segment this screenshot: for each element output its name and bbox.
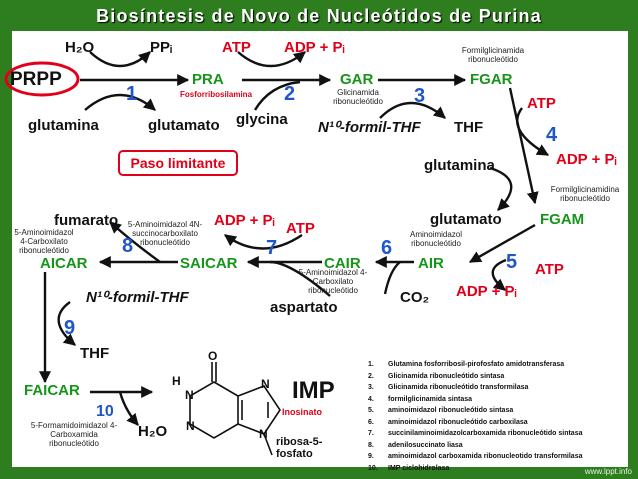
gar-label: GAR <box>340 71 374 88</box>
cair-desc: 5-Aminoimidazol 4-Carboxilato ribonucleó… <box>298 268 368 296</box>
arrow-aspartate <box>269 260 331 297</box>
n10-formil-thf2-label: N¹⁰-formil-THF <box>86 289 189 306</box>
step-7: 7 <box>266 237 278 259</box>
adp-pi7-label: ADP + Pᵢ <box>214 212 275 229</box>
air-desc: Aminoimidazol ribonucleótido <box>409 230 463 249</box>
imp-h-atom: H <box>172 374 181 388</box>
content-panel <box>12 31 628 467</box>
gar-desc: Glicinamida ribonucleótido <box>333 88 383 107</box>
imp-o-atom: O <box>208 349 218 363</box>
adp-pi5-label: ADP + Pᵢ <box>456 283 517 300</box>
arrow-atp-adp5 <box>491 258 507 291</box>
enzyme-legend: 1.Glutamina fosforribosil-pirofosfato am… <box>368 359 630 474</box>
footer-credit: www.lppt.info <box>584 467 632 476</box>
arrow-fumarate <box>109 221 161 263</box>
paso-limitante-box: Paso limitante <box>118 150 238 176</box>
step-2: 2 <box>284 83 296 105</box>
h2o-top: H₂O <box>65 39 95 56</box>
legend-item: 2.Glicinamida ribonucleótido sintasa <box>368 372 505 380</box>
legend-item: 7.succinilaminoimidazolcarboxamida ribon… <box>368 430 583 437</box>
atp7-label: ATP <box>286 220 315 237</box>
aspartato-label: aspartato <box>270 299 338 316</box>
pra-label: PRA <box>192 71 224 88</box>
faicar-label: FAICAR <box>24 382 80 399</box>
atp5-label: ATP <box>535 261 564 278</box>
arrow-gln-glu2 <box>489 166 513 211</box>
faicar-desc: 5-Formamidoimidazol 4-Carboxamida ribonu… <box>30 421 118 449</box>
arrow-formyl-thf2 <box>57 301 76 346</box>
step-5: 5 <box>506 251 518 273</box>
arrow-h2o-out <box>118 391 139 426</box>
aicar-desc: 5-Aminoimidazol 4-Carboxilato ribonucleó… <box>14 228 74 256</box>
fgam-desc: Formilglicinamidina ribonucleótido <box>550 185 620 204</box>
arrow-co2 <box>383 261 401 295</box>
page-title: Biosíntesis de Novo de Nucleótidos de Pu… <box>96 6 542 26</box>
glutamato1-label: glutamato <box>148 117 220 134</box>
legend-item: 10.IMP ciclohidrolasa <box>368 464 450 472</box>
step-3: 3 <box>414 85 426 107</box>
arrow-h2o-ppi <box>89 51 151 68</box>
legend-item: 4.formilglicinamida sintasa <box>368 395 473 403</box>
aicar-label: AICAR <box>40 255 88 272</box>
fgar-label: FGAR <box>470 71 513 88</box>
thf2-label: THF <box>80 345 110 362</box>
imp-n1-atom: N <box>185 388 194 402</box>
glutamato2-label: glutamato <box>430 211 502 228</box>
prpp-circle <box>4 61 80 97</box>
legend-item: 1.Glutamina fosforribosil-pirofosfato am… <box>368 361 565 368</box>
arrow-gln-glu <box>84 93 156 111</box>
inosinato-label: Inosinato <box>282 407 322 417</box>
legend-item: 8.adenilosuccinato liasa <box>368 441 463 449</box>
imp-n4-atom: N <box>259 427 268 441</box>
fosforribosilamina-label: Fosforribosilamina <box>180 90 253 99</box>
cair-label: CAIR <box>324 255 361 272</box>
saicar-label: SAICAR <box>180 255 238 272</box>
step-6: 6 <box>381 237 393 259</box>
atp4-label: ATP <box>527 95 556 112</box>
legend-item: 3.Glicinamida ribonucleótido transformil… <box>368 384 529 391</box>
fgar-desc: Formilglicinamida ribonucleótido <box>461 46 525 65</box>
arrow-glycine <box>253 80 301 111</box>
glycina-label: glycina <box>236 111 288 128</box>
ribosa-label: ribosa-5-fosfato <box>276 436 323 461</box>
imp-label: IMP <box>292 377 335 404</box>
saicar-desc: 5-Aminoimidazol 4N-succinocarboxilato ri… <box>127 220 203 248</box>
step-1: 1 <box>126 83 138 105</box>
glutamina1-label: glutamina <box>28 117 99 134</box>
ppi-label: PPᵢ <box>150 39 173 56</box>
fumarato-label: fumarato <box>54 212 119 229</box>
legend-item: 6.aminoimidazol ribonucleótido carboxila… <box>368 418 528 426</box>
arrow-formyl-thf1 <box>379 101 446 119</box>
arrow-atp-adp1 <box>237 51 306 68</box>
step-4: 4 <box>546 124 558 146</box>
step-8: 8 <box>122 235 134 257</box>
co2-label: CO₂ <box>400 289 430 306</box>
adp-pi1-label: ADP + Pᵢ <box>284 39 345 56</box>
air-label: AIR <box>418 255 444 272</box>
step-9: 9 <box>64 317 76 339</box>
step-10: 10 <box>96 403 114 420</box>
atp1-label: ATP <box>222 39 251 56</box>
legend-item: 9.aminoimidazol carboxamida ribonucleoti… <box>368 453 583 460</box>
adp-pi4-label: ADP + Pᵢ <box>556 151 617 168</box>
imp-structure <box>189 362 281 456</box>
thf1-label: THF <box>454 119 484 136</box>
glutamina2-label: glutamina <box>424 157 495 174</box>
fgam-label: FGAM <box>540 211 585 228</box>
arrow-step4 <box>508 87 539 205</box>
arrow-atp-adp7 <box>224 234 303 250</box>
h2o-bottom: H₂O <box>138 423 168 440</box>
imp-n3-atom: N <box>186 419 195 433</box>
arrow-step5 <box>468 223 536 264</box>
arrow-atp-adp4 <box>516 107 550 157</box>
imp-n2-atom: N <box>261 377 270 391</box>
legend-item: 5.aminoimidazol ribonucleótido sintasa <box>368 407 514 414</box>
prpp-label: PRPP <box>10 69 62 90</box>
n10-formil-thf1-label: N¹⁰-formil-THF <box>318 119 421 136</box>
